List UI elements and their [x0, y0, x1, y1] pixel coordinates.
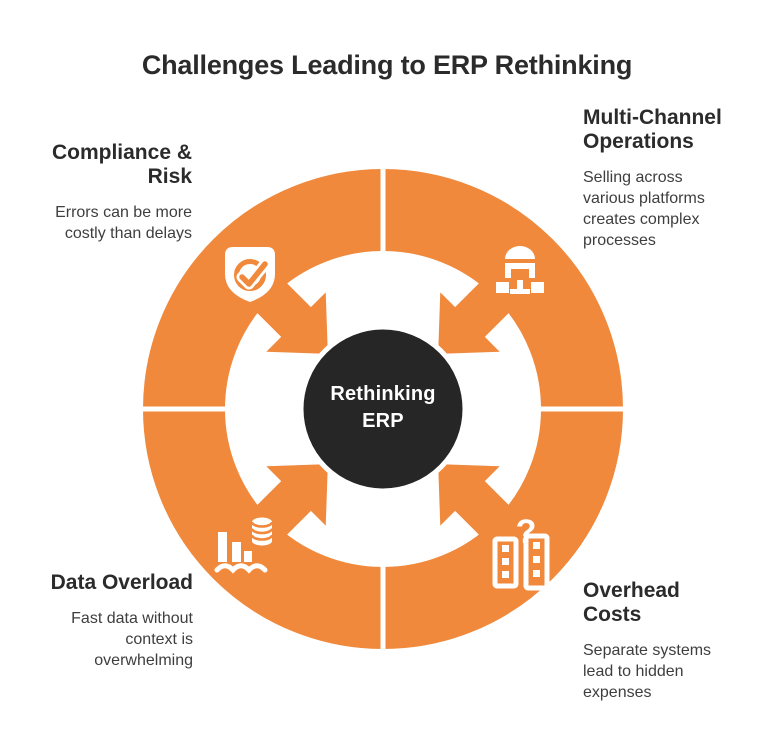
- block-body: Selling across various platforms creates…: [583, 167, 769, 251]
- block-body-line: expenses: [583, 684, 652, 701]
- block-heading-line: Overhead: [583, 579, 680, 602]
- page-title: Challenges Leading to ERP Rethinking: [141, 50, 633, 80]
- block-body-line: overwhelming: [94, 652, 193, 669]
- center-label-line: Rethinking: [330, 383, 436, 405]
- center-circle: [298, 324, 468, 494]
- block-heading-line: Data Overload: [50, 571, 193, 594]
- block-overhead-costs: Overhead Costs Separate systems lead to …: [583, 579, 769, 703]
- center-label-line: ERP: [362, 410, 404, 432]
- block-body-line: context is: [125, 631, 193, 648]
- block-body-line: Errors can be more: [55, 204, 192, 221]
- block-body-line: Selling across: [583, 169, 683, 186]
- block-body: Separate systems lead to hidden expenses: [583, 640, 769, 703]
- question-glyph: ?: [516, 513, 537, 551]
- shield-check-icon: [225, 247, 275, 302]
- block-body-line: processes: [583, 232, 656, 249]
- block-body-line: Fast data without: [71, 610, 193, 627]
- block-body: Errors can be more costly than delays: [2, 202, 192, 244]
- block-data-overload: Data Overload Fast data without context …: [3, 571, 193, 671]
- bar-chart-database-icon: [214, 517, 274, 574]
- block-body: Fast data without context is overwhelmin…: [3, 608, 193, 671]
- block-heading-line: Risk: [147, 165, 192, 188]
- block-heading-line: Costs: [583, 603, 642, 626]
- block-body-line: various platforms: [583, 190, 705, 207]
- block-body-line: creates complex: [583, 211, 700, 228]
- block-heading-line: Compliance &: [51, 141, 192, 164]
- block-heading-line: Operations: [583, 130, 694, 153]
- buildings-question-icon: ?: [492, 513, 550, 591]
- center-label: Rethinking ERP: [283, 381, 483, 435]
- block-heading-line: Multi-Channel: [583, 106, 722, 129]
- wave-line: [214, 563, 268, 574]
- block-body-line: costly than delays: [64, 225, 192, 242]
- block-compliance-risk: Compliance & Risk Errors can be more cos…: [2, 141, 192, 244]
- storefront-network-icon: [496, 246, 544, 294]
- block-body-line: lead to hidden: [583, 663, 684, 680]
- block-body-line: Separate systems: [583, 642, 712, 659]
- block-multichannel-operations: Multi-Channel Operations Selling across …: [583, 106, 769, 251]
- arrow-bottom-right: [438, 464, 530, 556]
